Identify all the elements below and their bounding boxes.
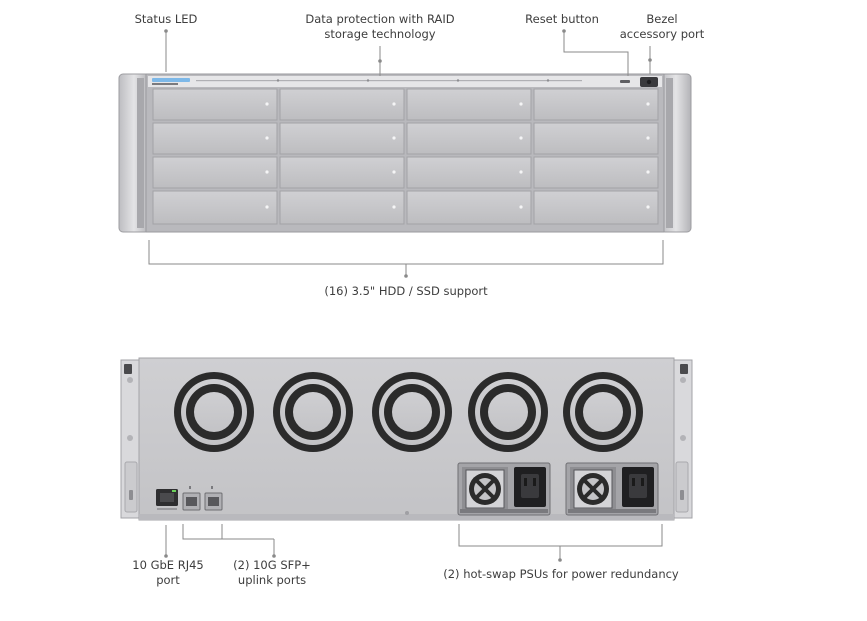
callout-bezel-port-line1: Bezel [646,12,678,26]
drive-bay [533,156,659,189]
callout-rj45: 10 GbE RJ45 port [118,558,218,588]
drive-bay [533,122,659,155]
callout-rj45-line2: port [156,573,180,587]
callout-data-protection-line2: storage technology [324,27,436,41]
drive-bay [152,122,278,155]
callout-status-led-line1: Status LED [134,12,198,26]
rj45-port [156,489,178,510]
drive-bay [279,190,405,225]
callout-rj45-line1: 10 GbE RJ45 [132,558,204,572]
fans [174,372,643,452]
callout-reset-button: Reset button [517,12,607,27]
callout-sfp-line2: uplink ports [237,573,307,587]
fan [468,372,548,452]
drive-bay [152,190,278,225]
sfp-port-2 [204,486,223,511]
callout-status-led: Status LED [118,12,214,27]
front-right-rack-ear [660,73,692,233]
status-led-bar [152,78,190,82]
fan [174,372,254,452]
drive-bays [152,88,659,225]
front-callout-lines [148,29,664,278]
callout-data-protection-line1: Data protection with RAID [305,12,455,26]
callout-bezel-port: Bezel accessory port [615,12,709,42]
psu-2 [565,462,659,516]
callout-psu-line1: (2) hot-swap PSUs for power redundancy [443,567,679,581]
drive-bay [406,88,532,121]
rear-chassis [120,357,693,521]
reset-button [620,80,630,83]
fan [372,372,452,452]
drive-bay [406,190,532,225]
callout-drive-support: (16) 3.5" HDD / SSD support [300,284,512,299]
callout-reset-button-line1: Reset button [525,12,599,26]
callout-psu: (2) hot-swap PSUs for power redundancy [430,567,692,582]
sfp-port-1 [182,486,201,511]
callout-bezel-port-line2: accessory port [619,27,705,41]
callout-data-protection: Data protection with RAID storage techno… [290,12,470,42]
drive-bay [533,88,659,121]
drive-bay [533,190,659,225]
front-left-rack-ear [118,73,150,233]
drive-bay [152,156,278,189]
callout-drive-support-line1: (16) 3.5" HDD / SSD support [324,284,488,298]
drive-bay [152,88,278,121]
drive-bay [406,122,532,155]
psu-1 [457,462,551,516]
drive-bay [279,122,405,155]
drive-bay [279,88,405,121]
fan [563,372,643,452]
fan [273,372,353,452]
front-top-strip [148,76,662,87]
drive-bay [279,156,405,189]
callout-sfp-line1: (2) 10G SFP+ [233,558,311,572]
front-chassis [118,73,692,233]
drive-bay [406,156,532,189]
callout-sfp: (2) 10G SFP+ uplink ports [222,558,322,588]
rear-callout-lines [164,524,663,562]
